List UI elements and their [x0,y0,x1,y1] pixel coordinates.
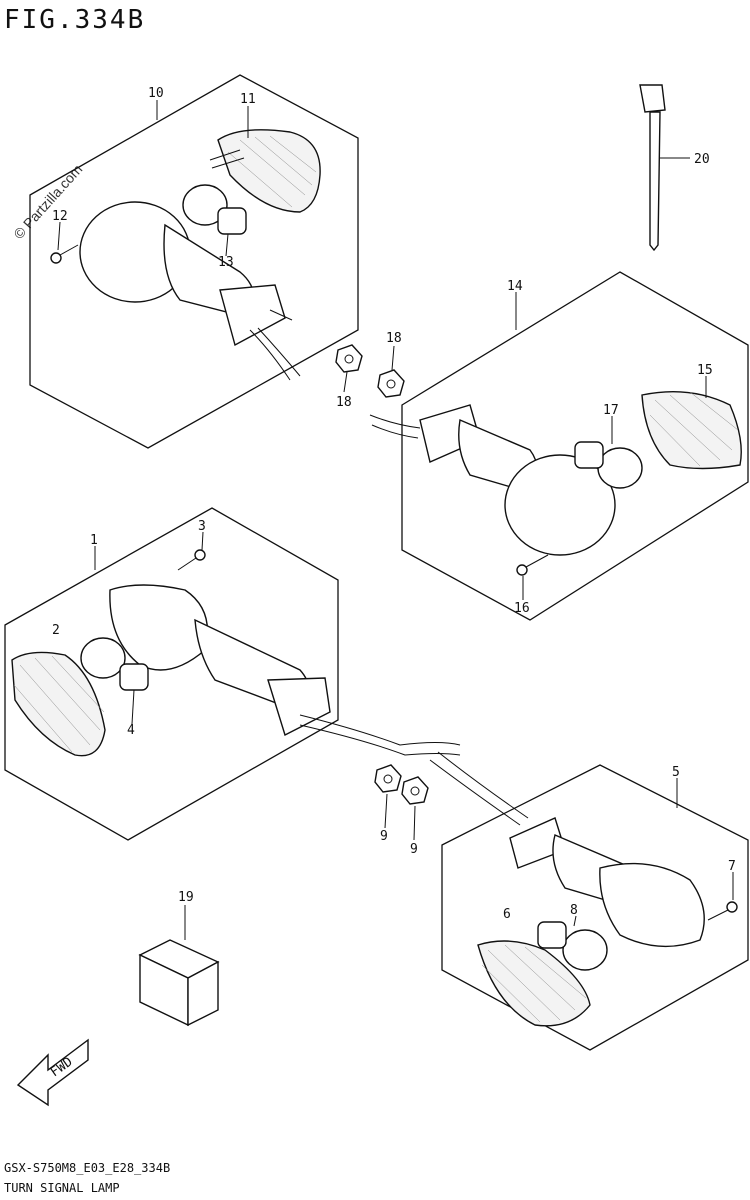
screw-12 [50,244,79,264]
callout-3: 3 [198,519,206,534]
callout-9a: 9 [380,829,388,844]
callout-1: 1 [90,533,98,548]
callout-8: 8 [570,903,578,918]
callout-17: 17 [603,403,619,418]
nut-18b [377,369,405,398]
callout-2: 2 [52,623,60,638]
figure-title: FIG.334B [4,5,145,35]
assembly-14-housing [369,404,616,556]
callout-5: 5 [672,765,680,780]
figure-subtitle: TURN SIGNAL LAMP [4,1181,120,1195]
callout-9b: 9 [410,842,418,857]
relay-19 [138,905,220,1027]
assembly-5-housing [429,751,705,948]
callout-18a: 18 [336,395,352,410]
screw-7 [707,901,738,921]
assembly-10-lens [209,129,321,213]
callout-10: 10 [148,86,164,101]
assembly-1-housing [109,584,461,756]
callout-16: 16 [514,601,530,616]
nut-18a [335,344,363,373]
nut-9b [401,776,429,805]
figure-code: GSX-S750M8_E03_E28_334B [4,1161,170,1175]
bulb-8 [537,921,608,971]
callouts: 10 11 12 13 18 18 20 14 15 17 16 1 3 2 4… [52,86,736,922]
callout-12: 12 [52,209,68,224]
cable-tie-20 [639,84,690,252]
assembly-1-lens [11,651,106,757]
screw-3 [177,549,206,571]
watermark: © Partzilla.com [10,161,85,242]
assembly-14-lens [641,391,742,470]
nut-9a [374,764,402,793]
callout-7: 7 [728,859,736,874]
bulb-13 [182,184,247,235]
callout-4: 4 [127,723,135,738]
callout-19: 19 [178,890,194,905]
callout-11: 11 [240,92,256,107]
callout-18b: 18 [386,331,402,346]
assembly-5-lens [477,940,591,1027]
callout-20: 20 [694,152,710,167]
callout-13: 13 [218,255,234,270]
screw-16 [516,554,549,576]
assembly-10-housing [79,201,301,381]
bulb-17 [574,441,643,489]
assembly-14-box [401,271,749,621]
callout-14: 14 [507,279,523,294]
assembly-1-box [4,507,339,841]
fwd-arrow-icon: FWD [16,1038,89,1107]
callout-6: 6 [503,907,511,922]
leader-lines [57,100,734,927]
assembly-10-box [29,74,359,449]
callout-15: 15 [697,363,713,378]
assembly-5-box [441,764,749,1051]
